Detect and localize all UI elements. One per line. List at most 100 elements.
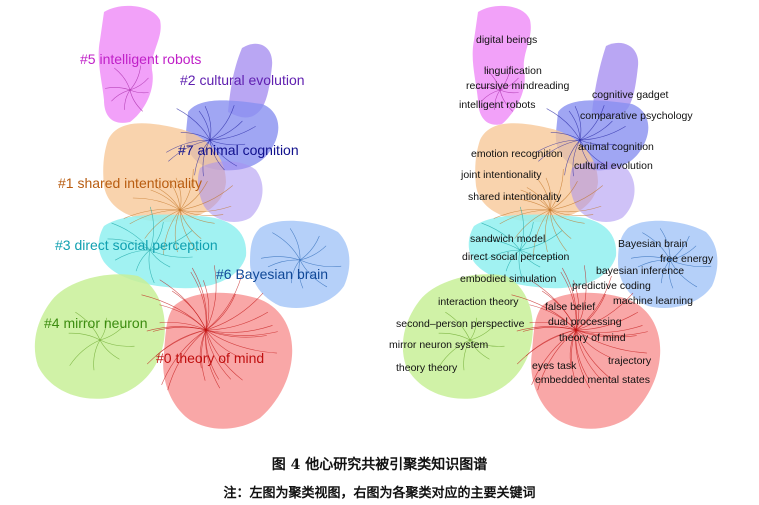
keyword-blob-0 (531, 292, 661, 429)
cluster-blob-1 (103, 123, 226, 222)
link-line (469, 325, 495, 341)
link-line (179, 209, 224, 216)
link-line (575, 329, 602, 380)
keyword-label: dual processing (548, 316, 622, 328)
link-line (549, 205, 602, 213)
link-line (499, 89, 519, 94)
link-line (123, 208, 181, 219)
link-line (642, 232, 671, 261)
link-line (204, 105, 212, 141)
link-line (114, 67, 131, 91)
link-line (546, 108, 581, 141)
link-line (99, 339, 135, 347)
link-line (522, 326, 577, 332)
keyword-label: joint intentionality (460, 169, 542, 181)
cluster-blob-0 (163, 292, 293, 429)
keyword-label: mirror neuron system (389, 339, 488, 351)
link-line (205, 329, 232, 380)
link-line (549, 185, 603, 211)
link-line (148, 249, 155, 284)
keyword-label: predictive coding (572, 280, 651, 292)
link-line (519, 230, 563, 251)
link-line (111, 89, 131, 102)
link-line (192, 267, 207, 331)
link-line (149, 206, 154, 251)
citation-links (68, 65, 342, 391)
keyword-blob-4 (402, 274, 533, 399)
keyword-label: recursive mindreading (466, 80, 569, 92)
link-line (538, 180, 551, 211)
cluster-label-1: #1 shared intentionality (58, 175, 202, 191)
link-line (209, 105, 235, 141)
link-line (562, 267, 577, 331)
link-line (549, 181, 578, 211)
cluster-blob-6 (250, 220, 350, 308)
link-line (298, 259, 304, 289)
link-line (150, 189, 181, 211)
link-line (445, 311, 471, 341)
keyword-label: second–person perspective (396, 318, 525, 330)
link-line (549, 209, 567, 252)
keyword-label: linguification (484, 65, 542, 77)
link-line (537, 329, 577, 391)
link-line (272, 232, 301, 261)
keyword-label: trajectory (608, 355, 652, 367)
link-line (99, 317, 107, 341)
link-line (469, 339, 490, 360)
keyword-blob-1 (475, 123, 598, 222)
link-line (574, 105, 582, 141)
link-line (516, 329, 577, 365)
link-line (572, 139, 581, 177)
link-line (499, 209, 551, 225)
link-line (573, 280, 580, 331)
link-line (529, 279, 577, 331)
link-line (260, 256, 301, 261)
link-line (194, 139, 211, 176)
cluster-blob-7-lower (197, 161, 263, 222)
link-line (179, 181, 208, 211)
link-line (550, 132, 581, 141)
link-line (518, 249, 525, 284)
link-line (209, 139, 225, 171)
cluster-view-map: #5 intelligent robots #2 cultural evolut… (34, 5, 350, 429)
link-line (549, 209, 594, 216)
link-line (201, 329, 207, 381)
link-line (141, 294, 207, 331)
link-line (99, 325, 125, 341)
link-line (575, 311, 639, 331)
keyword-links (438, 65, 712, 391)
link-line (659, 228, 671, 261)
keyword-label: theory of mind (559, 332, 626, 344)
link-line (132, 197, 181, 211)
link-line (544, 209, 551, 253)
keyword-label: emotion recognition (471, 148, 563, 160)
link-line (68, 332, 101, 341)
cluster-label-5: #5 intelligent robots (80, 51, 201, 67)
link-line (205, 265, 217, 331)
keyword-label: free energy (660, 253, 714, 265)
link-line (668, 259, 674, 289)
link-line (669, 235, 690, 261)
link-line (579, 139, 595, 171)
cluster-blob-3 (98, 214, 247, 289)
link-line (520, 189, 551, 211)
cluster-label-6: #6 Bayesian brain (216, 266, 328, 282)
link-line (291, 259, 301, 284)
keyword-labels: digital beings linguification recursive … (389, 34, 714, 386)
link-line (205, 329, 277, 354)
link-line (203, 280, 210, 331)
link-line (669, 245, 697, 261)
link-line (579, 139, 616, 146)
link-line (149, 222, 164, 251)
link-line (179, 185, 233, 211)
link-line (105, 87, 131, 91)
keyword-label: embodied simulation (460, 273, 556, 285)
link-line (168, 139, 211, 162)
link-line (69, 339, 101, 366)
link-line (519, 249, 541, 268)
link-line (575, 329, 613, 381)
link-line (124, 89, 131, 110)
link-line (575, 329, 590, 380)
link-line (493, 208, 551, 219)
link-line (575, 275, 612, 331)
